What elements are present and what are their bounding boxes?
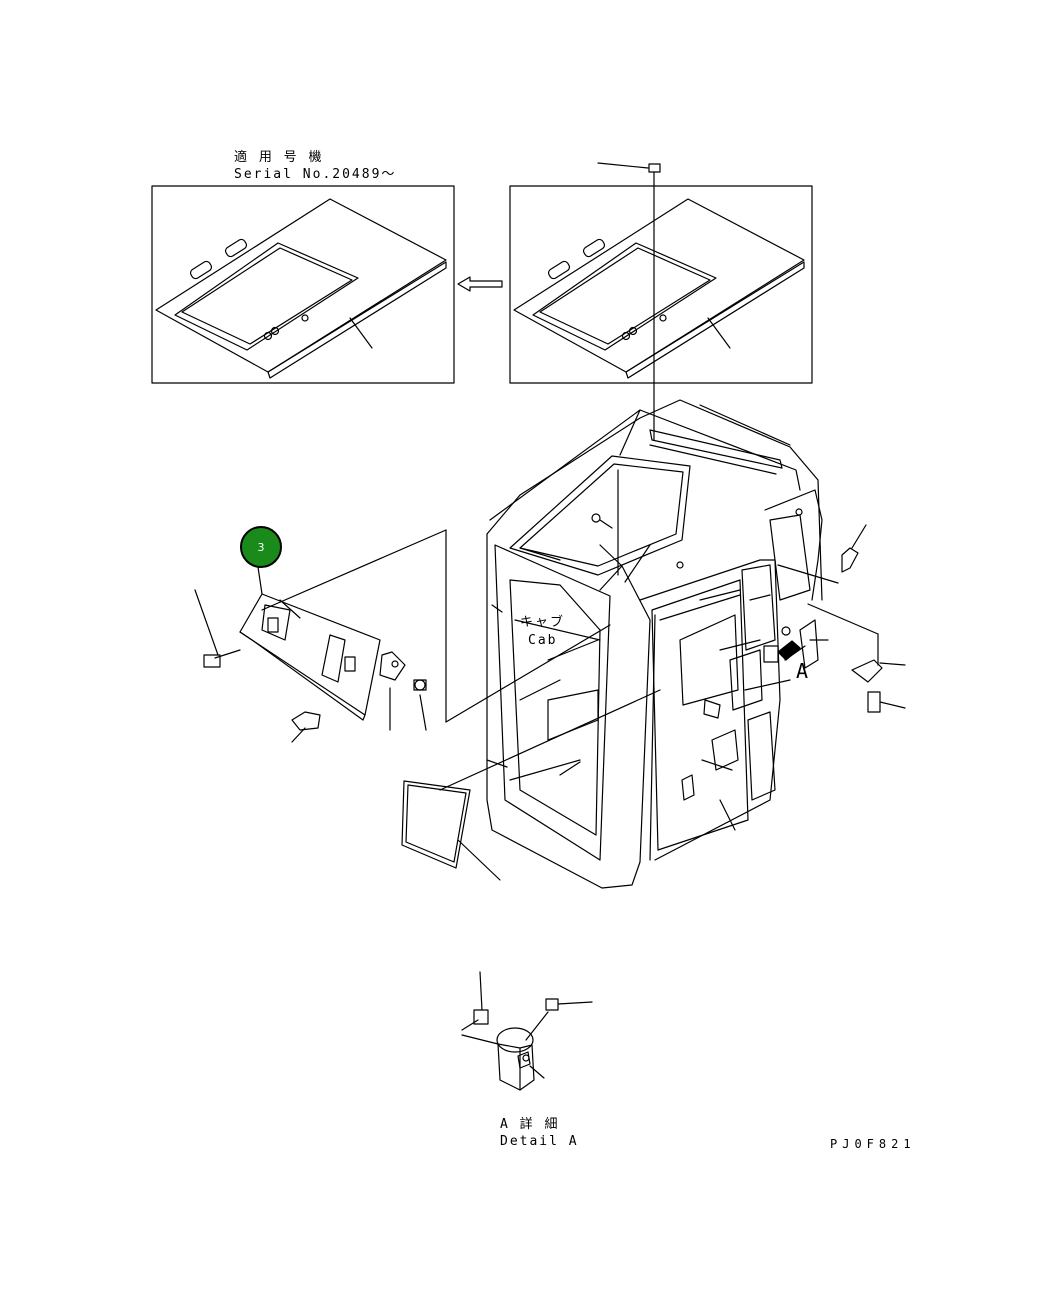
right-leaders bbox=[777, 524, 906, 713]
cab-body bbox=[486, 399, 823, 889]
detail-a-indicator bbox=[763, 640, 806, 663]
panel-assembly bbox=[194, 529, 611, 743]
replacement-arrow bbox=[457, 276, 503, 292]
roof-inset-left bbox=[151, 185, 455, 384]
drawing-code: PJ0F821 bbox=[830, 1137, 916, 1151]
detail-caption-en: Detail A bbox=[500, 1134, 579, 1149]
roof-bolt bbox=[597, 162, 661, 441]
roof-inset-right bbox=[509, 185, 813, 384]
detail-a-drawing bbox=[461, 971, 593, 1091]
detail-a-marker: A bbox=[796, 659, 809, 683]
serial-note-en: Serial No.20489～ bbox=[234, 167, 397, 182]
detail-caption-jp: A 詳 細 bbox=[500, 1117, 560, 1132]
part-callout-3[interactable]: 3 bbox=[240, 526, 282, 568]
cab-label-en: Cab bbox=[528, 633, 558, 648]
label-plate bbox=[401, 689, 661, 881]
serial-note-jp: 適 用 号 機 bbox=[234, 150, 324, 165]
cab-label-jp: キャブ bbox=[520, 615, 566, 630]
